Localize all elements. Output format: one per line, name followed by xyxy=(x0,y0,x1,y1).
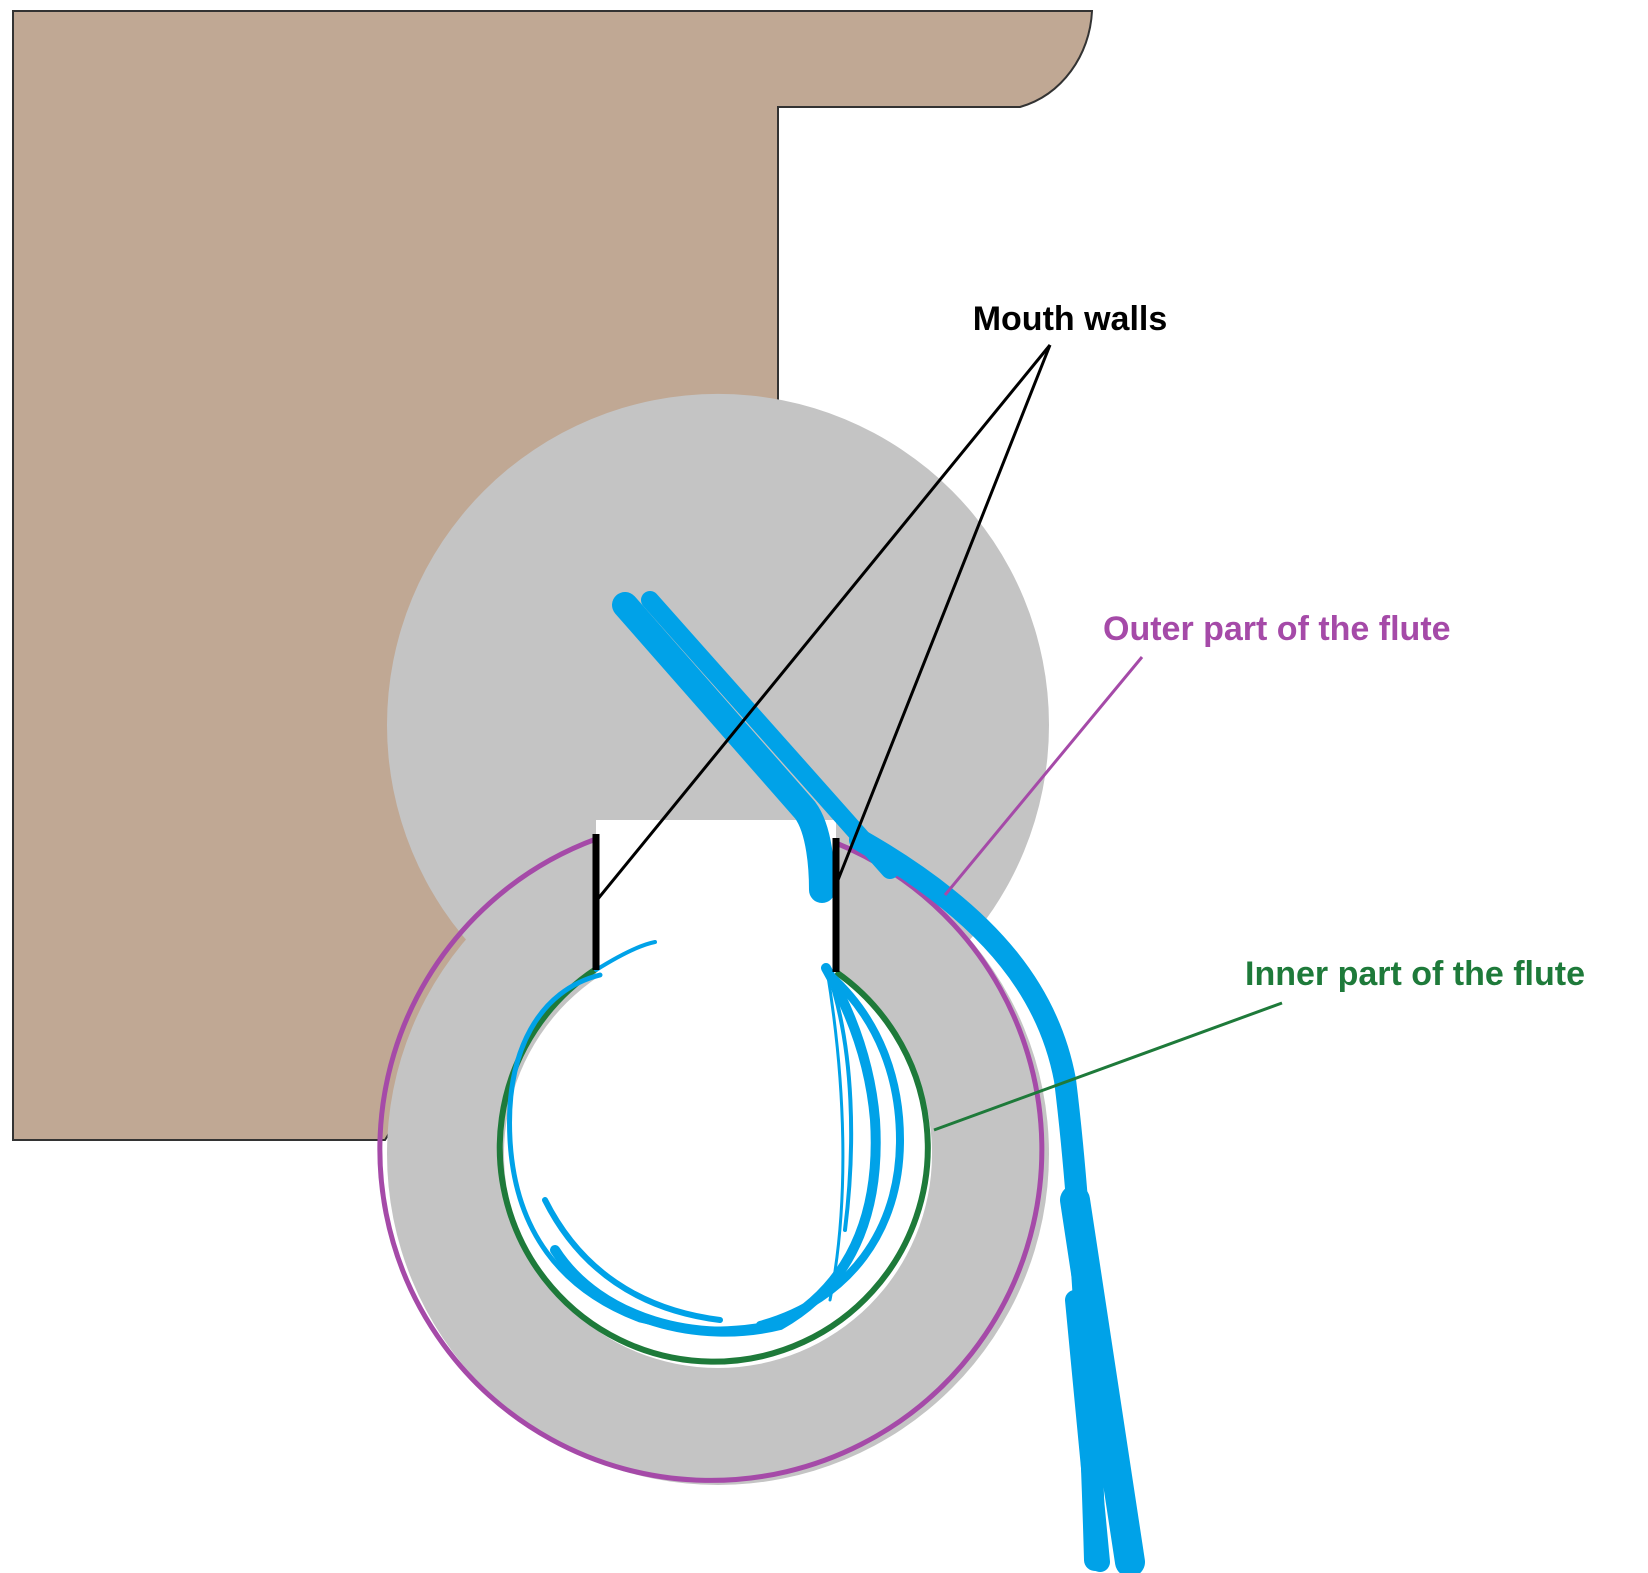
inner-flute-leader xyxy=(933,1001,1283,1132)
air-jet-internal-3 xyxy=(826,970,854,1232)
air-jet-internal-1 xyxy=(550,963,881,1337)
air-jet-internal-5 xyxy=(507,972,803,1332)
air-jet xyxy=(507,591,1145,1573)
air-jet-external-tail-2 xyxy=(1065,1290,1110,1572)
mouth-walls-label: Mouth walls xyxy=(973,300,1168,338)
mouth-walls-leader-left xyxy=(595,344,1052,901)
flute-bore xyxy=(504,940,932,1368)
air-jet-main-outer xyxy=(641,591,899,879)
air-jet-internal-6 xyxy=(594,940,657,972)
outer-flute-label: Outer part of the flute xyxy=(1103,610,1451,648)
air-jet-external-tail xyxy=(1060,1185,1145,1573)
embouchure-hole xyxy=(596,820,836,975)
air-jet-internal-4 xyxy=(825,968,845,1302)
inner-flute-ring xyxy=(496,966,931,1365)
air-jet-internal-2 xyxy=(756,971,905,1329)
air-jet-internal-7 xyxy=(542,1197,723,1323)
mouth-walls-leader-right xyxy=(836,344,1052,881)
inner-flute-label: Inner part of the flute xyxy=(1245,955,1585,993)
outer-flute-leader xyxy=(943,656,1144,896)
air-jet-main xyxy=(612,592,835,903)
outer-flute-ring xyxy=(377,836,1045,1483)
